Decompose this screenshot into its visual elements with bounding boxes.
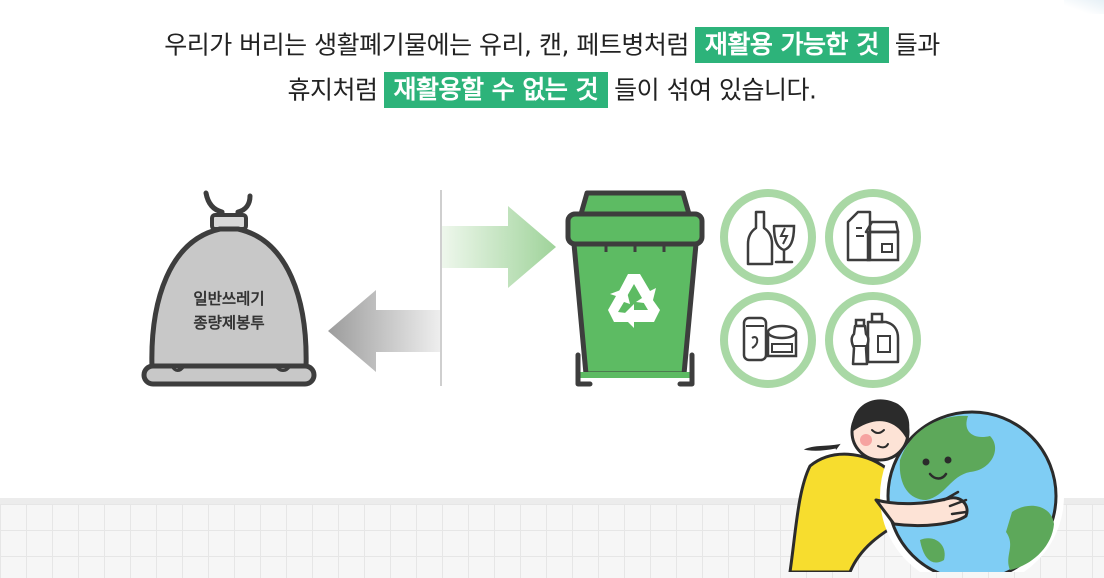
- plastic-bottle-icon: [825, 292, 921, 388]
- headline-line1-prefix: 우리가 버리는 생활폐기물에는 유리, 캔, 페트병처럼: [164, 30, 689, 60]
- can-icon: [720, 292, 816, 388]
- recycle-bin-icon: [565, 190, 705, 387]
- headline-line2-prefix: 휴지처럼: [287, 75, 379, 104]
- highlight-recyclable: 재활용 가능한 것: [694, 27, 889, 63]
- highlight-non-recyclable: 재활용할 수 없는 것: [383, 71, 609, 108]
- earth-icon: [880, 404, 1064, 572]
- bag-label-line-2: 종량제봉투: [193, 313, 264, 332]
- garbage-bag-icon: 일반쓰레기 종량제봉투: [141, 190, 317, 387]
- arrow-left-icon: [328, 290, 440, 372]
- bag-label-line-1: 일반쓰레기: [193, 290, 264, 308]
- corner-decoration: [1064, 0, 1104, 14]
- glass-bottle-icon: [720, 189, 816, 285]
- headline-line2-suffix: 들이 섞여 있습니다.: [614, 75, 817, 104]
- girl-hugging-earth-illustration: [788, 399, 1064, 572]
- headline-line1-suffix: 들과: [894, 30, 941, 60]
- paper-box-icon: [825, 189, 921, 285]
- recycle-symbol-icon: [608, 274, 660, 328]
- arrow-right-icon: [442, 206, 556, 288]
